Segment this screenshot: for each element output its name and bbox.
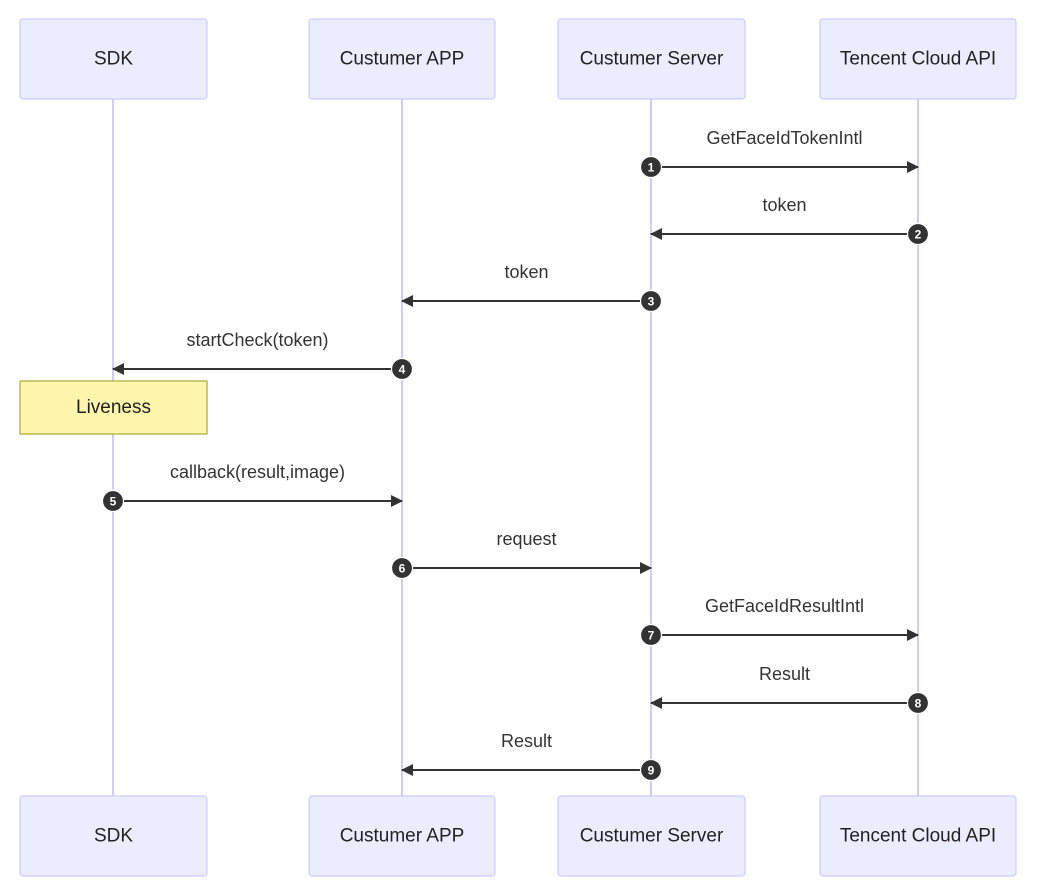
participant-box [308,795,496,877]
lifelines [112,99,919,796]
message-7: GetFaceIdResultIntl 7 [639,596,919,647]
sequence-number: 1 [648,161,655,175]
sequence-number: 4 [399,363,406,377]
participant-box [819,795,1017,877]
message-8: Result 8 [650,664,930,715]
sequence-number-badge: 9 [639,758,663,782]
participant-label: Tencent Cloud API [840,826,996,847]
participant-label: Custumer Server [580,826,724,847]
badge-circle [639,289,663,313]
sequence-number: 6 [399,562,406,576]
participant-box [819,18,1017,100]
participant-box [19,795,208,877]
sequence-number-badge: 6 [390,556,414,580]
badge-circle [639,155,663,179]
participant-server-bottom: Custumer Server [557,795,746,877]
badge-circle [906,691,930,715]
participant-tencent-top: Tencent Cloud API [819,18,1017,100]
participant-server-top: Custumer Server [557,18,746,100]
sequence-number: 9 [648,764,655,778]
sequence-number-badge: 1 [639,155,663,179]
note-text: Liveness [76,397,151,418]
message-9: Result 9 [401,731,663,782]
message-1: GetFaceIdTokenIntl 1 [639,128,919,179]
message-5: callback(result,image) 5 [101,462,403,513]
message-label: Result [501,731,552,751]
messages: GetFaceIdTokenIntl 1 token 2 token 3 startChec… [101,128,930,782]
badge-circle [639,758,663,782]
sequence-number: 3 [648,295,655,309]
participant-box [308,18,496,100]
participant-label: Custumer APP [340,826,465,847]
participant-label: Tencent Cloud API [840,49,996,70]
participant-box [19,18,208,100]
sequence-number-badge: 7 [639,623,663,647]
badge-circle [390,556,414,580]
participant-sdk-bottom: SDK [19,795,208,877]
participant-tencent-bottom: Tencent Cloud API [819,795,1017,877]
participants-top: SDK Custumer APP Custumer Server Tencent Cl… [19,18,1017,100]
sequence-number-badge: 4 [390,357,414,381]
sequence-number: 2 [915,228,922,242]
participant-box [557,18,746,100]
message-4: startCheck(token) 4 [112,330,414,381]
message-label: GetFaceIdTokenIntl [706,128,862,148]
note-box [19,380,208,435]
badge-circle [906,222,930,246]
message-label: request [496,529,556,549]
message-label: Result [759,664,810,684]
message-label: startCheck(token) [186,330,328,350]
participant-app-top: Custumer APP [308,18,496,100]
message-label: callback(result,image) [170,462,345,482]
sequence-number-badge: 3 [639,289,663,313]
message-2: token 2 [650,195,930,246]
sequence-number: 8 [915,697,922,711]
sequence-number: 7 [648,629,655,643]
participant-label: Custumer APP [340,49,465,70]
participant-sdk-top: SDK [19,18,208,100]
sequence-number-badge: 5 [101,489,125,513]
sequence-number-badge: 8 [906,691,930,715]
participant-label: SDK [94,826,133,847]
sequence-number: 5 [110,495,117,509]
message-label: token [762,195,806,215]
message-3: token 3 [401,262,663,313]
note-liveness: Liveness [19,380,208,435]
badge-circle [390,357,414,381]
badge-circle [639,623,663,647]
sequence-number-badge: 2 [906,222,930,246]
participant-label: Custumer Server [580,49,724,70]
message-label: token [504,262,548,282]
participant-box [557,795,746,877]
message-label: GetFaceIdResultIntl [705,596,864,616]
badge-circle [101,489,125,513]
notes: Liveness [19,380,208,435]
message-6: request 6 [390,529,652,580]
participant-app-bottom: Custumer APP [308,795,496,877]
participants-bottom: SDK Custumer APP Custumer Server Tencent Cl… [19,795,1017,877]
participant-label: SDK [94,49,133,70]
